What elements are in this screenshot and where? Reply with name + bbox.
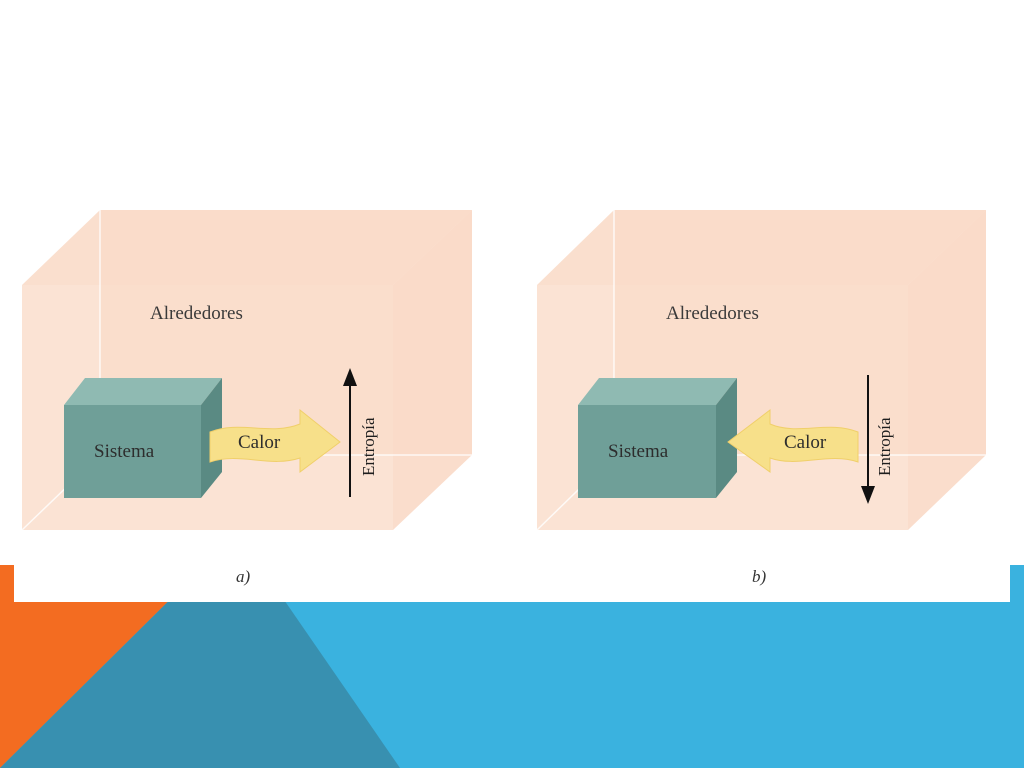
heat-label: Calor (784, 432, 827, 453)
box-top-face (22, 210, 472, 285)
entropy-label: Entropía (875, 417, 894, 476)
panel-a: Alrededores Sistema Calor Entropía a) (21, 210, 472, 586)
caption-a: a) (236, 567, 251, 586)
box-right-face (393, 210, 472, 530)
cube-top (578, 378, 737, 405)
panel-b: Alrededores Sistema Calor Entropía b) (536, 210, 986, 586)
heat-label: Calor (238, 432, 281, 453)
caption-b: b) (752, 567, 767, 586)
box-top-face (537, 210, 986, 285)
teal-triangle (0, 565, 400, 768)
cube-side (716, 378, 737, 498)
surroundings-label: Alrededores (666, 303, 759, 324)
box-right-face (908, 210, 986, 530)
heat-arrow-right-icon (209, 408, 341, 473)
cube-top (64, 378, 222, 405)
entropy-label: Entropía (359, 417, 378, 476)
surroundings-label: Alrededores (150, 303, 243, 324)
cube-front (578, 405, 716, 498)
image-bottom-strip (14, 555, 1010, 602)
cube-front (64, 405, 201, 498)
system-label: Sistema (94, 441, 155, 462)
system-label: Sistema (608, 441, 669, 462)
arrow-down-icon (861, 486, 875, 504)
heat-arrow-left-icon (727, 408, 859, 473)
arrow-up-icon (343, 368, 357, 386)
